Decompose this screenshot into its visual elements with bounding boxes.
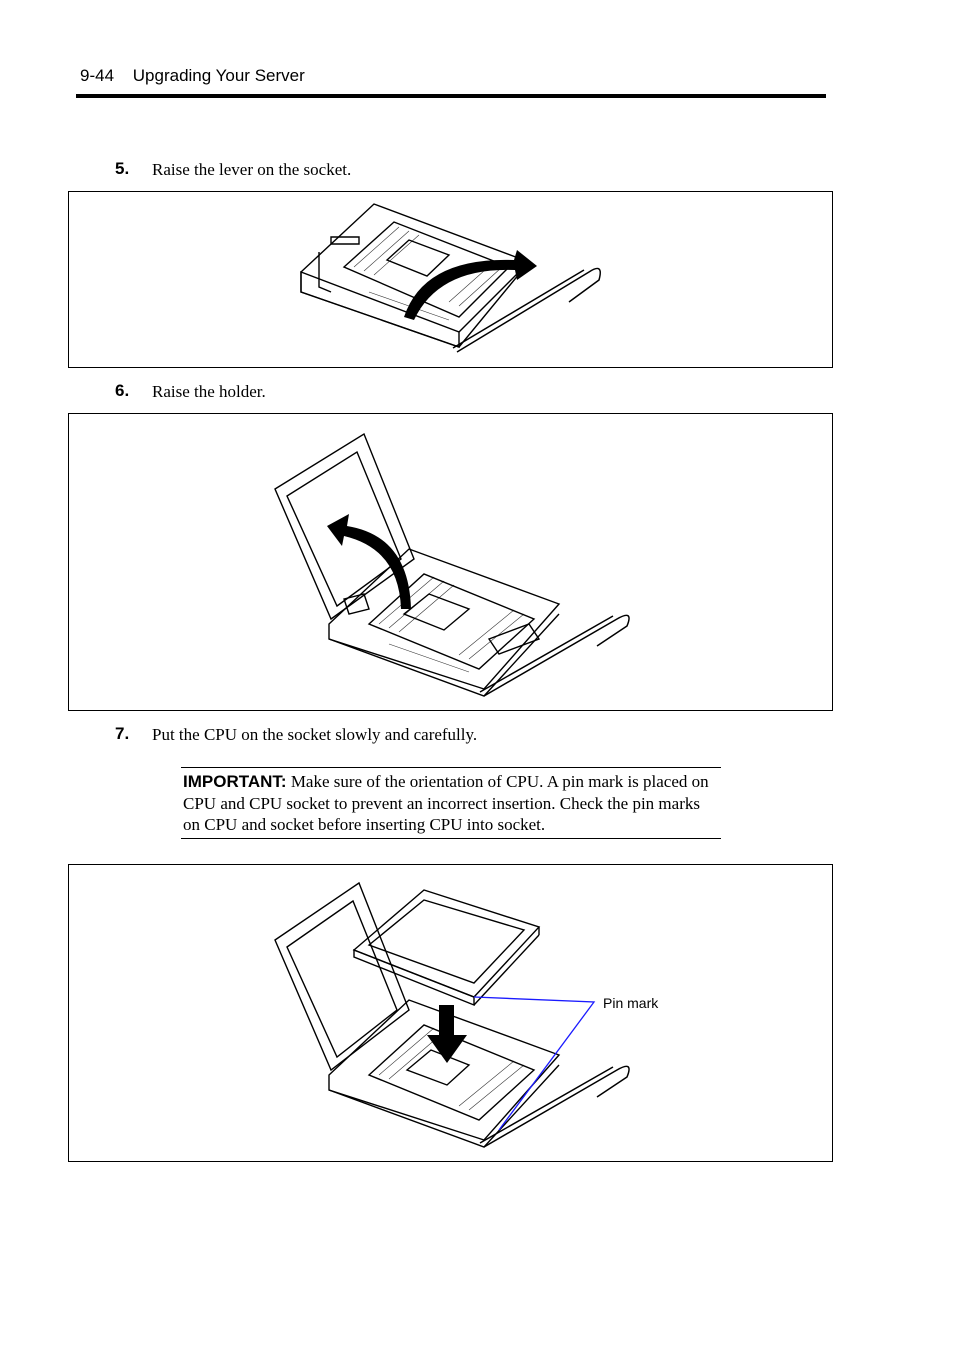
chapter-title: Upgrading Your Server	[132, 66, 305, 85]
socket-holder-illustration	[274, 432, 630, 697]
step-number: 7.	[115, 724, 130, 743]
step-text: Raise the lever on the socket.	[152, 160, 352, 179]
figure-raise-holder	[68, 413, 833, 711]
figure-raise-lever	[68, 191, 833, 368]
important-note: IMPORTANT: Make sure of the orientation …	[181, 767, 721, 839]
important-text: Make sure of the orientation of CPU. A p…	[183, 772, 709, 834]
step-text: Put the CPU on the socket slowly and car…	[152, 725, 478, 744]
header-rule	[76, 94, 826, 98]
step-number: 6.	[115, 381, 130, 400]
pin-mark-label: Pin mark	[603, 995, 659, 1011]
page-header: 9-44 Upgrading Your Server	[80, 66, 305, 86]
page-number: 9-44	[80, 66, 115, 85]
important-label: IMPORTANT:	[183, 772, 287, 791]
cpu-insertion-illustration	[274, 881, 630, 1148]
step-number: 5.	[115, 159, 130, 178]
figure-insert-cpu	[68, 864, 833, 1162]
step-text: Raise the holder.	[152, 382, 266, 401]
socket-lever-illustration	[300, 203, 601, 353]
